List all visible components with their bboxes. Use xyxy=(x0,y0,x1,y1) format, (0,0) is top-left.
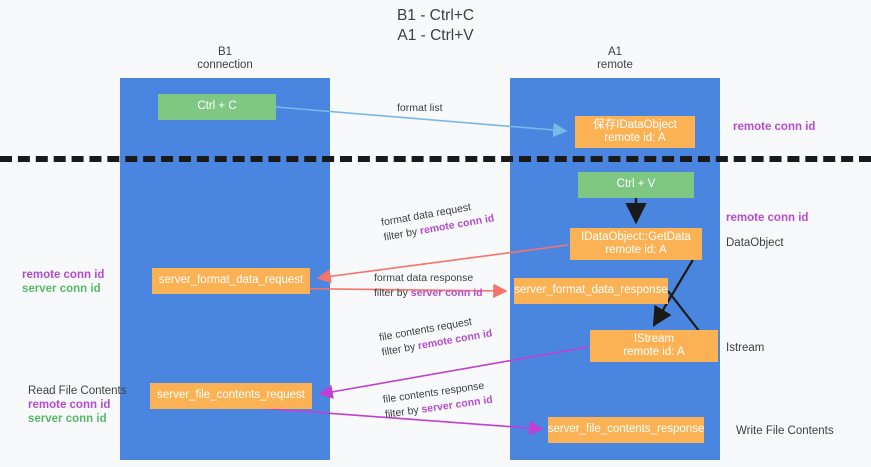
node-server-format-data-request[interactable]: server_format_data_request xyxy=(152,268,310,294)
node-ctrl-v[interactable]: Ctrl + V xyxy=(578,172,694,198)
node-label: server_format_data_response xyxy=(514,284,668,297)
side-label-remote-conn-id-mid: remote conn id xyxy=(726,212,809,224)
node-label: server_file_contents_response xyxy=(547,423,705,436)
node-ctrl-c[interactable]: Ctrl + C xyxy=(158,94,276,120)
filter-by-text: filter by xyxy=(384,403,423,421)
arrow-getdata-to-istream xyxy=(652,257,695,327)
node-server-format-data-response[interactable]: server_format_data_response xyxy=(514,278,668,304)
arrow-file-contents-request xyxy=(318,346,589,399)
filter-by-text: filter by xyxy=(374,287,411,299)
node-server-file-contents-response[interactable]: server_file_contents_response xyxy=(548,417,704,443)
node-label: IStream xyxy=(633,332,675,345)
node-label: Ctrl + C xyxy=(197,100,237,113)
node-label: 保存IDataObject xyxy=(593,118,677,131)
node-label: Ctrl + V xyxy=(616,178,656,191)
side-label-read-file-contents-group: Read File Contents remote conn id server… xyxy=(28,384,126,426)
node-sublabel: remote id: A xyxy=(604,132,666,144)
side-label-read-file-contents: Read File Contents xyxy=(28,385,127,397)
node-label: IDataObject::GetData xyxy=(581,230,691,243)
highlight-server-conn-id: server conn id xyxy=(410,287,483,299)
node-label: server_format_data_request xyxy=(158,274,304,287)
side-label-istream: Istream xyxy=(726,342,765,354)
lane-title-a1: A1 remote xyxy=(597,46,633,71)
side-label-server-conn-id: server conn id xyxy=(28,413,107,425)
node-sublabel: remote id: A xyxy=(605,244,667,256)
side-label-server-conn-id: server conn id xyxy=(22,283,101,295)
node-idataobject[interactable]: 保存IDataObject remote id: A xyxy=(575,116,695,148)
arrow-format-list xyxy=(275,106,568,138)
node-label: server_file_contents_request xyxy=(157,389,305,402)
arrow-format-data-request xyxy=(316,244,569,284)
side-label-remote-conn-id-top: remote conn id xyxy=(733,121,816,133)
side-label-remote-conn-id: remote conn id xyxy=(22,269,105,281)
node-sublabel: remote id: A xyxy=(623,346,685,358)
edge-label-format-data-response: format data response filter by server co… xyxy=(374,271,483,301)
lane-title-b1: B1 connection xyxy=(197,46,253,71)
side-label-write-file-contents: Write File Contents xyxy=(736,425,834,437)
side-label-dataobject: DataObject xyxy=(726,237,784,249)
edge-label-line1: format data response xyxy=(374,272,474,284)
diagram-title: B1 - Ctrl+C A1 - Ctrl+V xyxy=(396,7,475,44)
edge-label-format-list: format list xyxy=(397,102,443,114)
edge-label-line2: filter by server conn id xyxy=(374,286,483,301)
side-label-remote-conn-id: remote conn id xyxy=(28,399,111,411)
node-idataobject-getdata[interactable]: IDataObject::GetData remote id: A xyxy=(570,228,702,260)
node-istream[interactable]: IStream remote id: A xyxy=(590,330,718,362)
node-server-file-contents-request[interactable]: server_file_contents_request xyxy=(150,383,312,409)
side-label-left-conn-ids: remote conn id server conn id xyxy=(22,268,104,296)
section-divider xyxy=(0,156,871,162)
